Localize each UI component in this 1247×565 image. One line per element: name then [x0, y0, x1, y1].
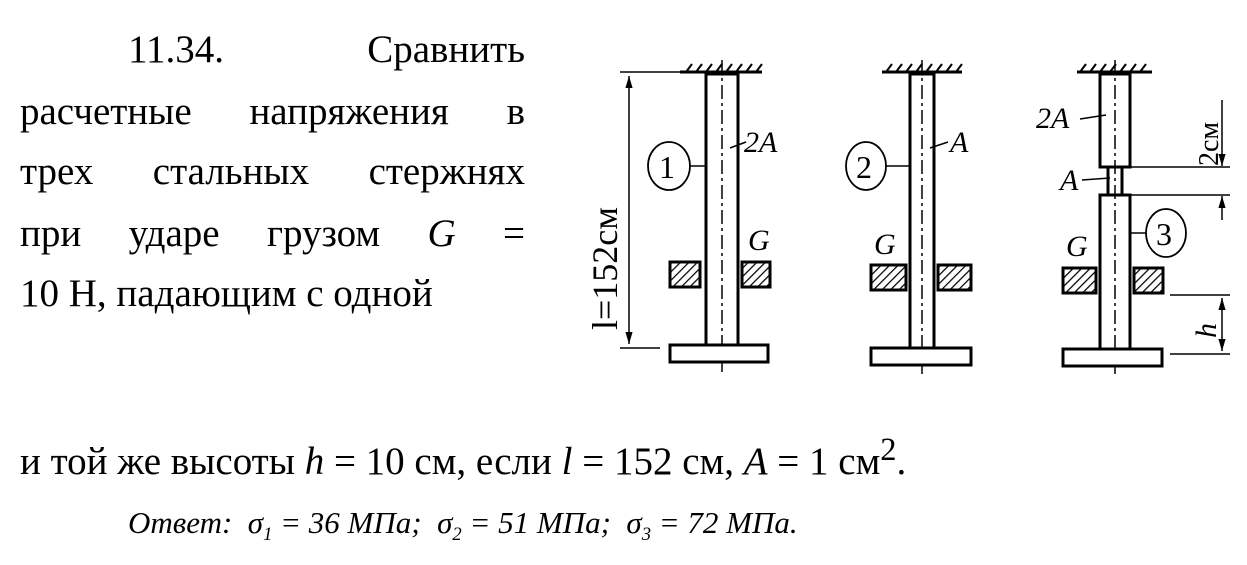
rod-3-neck-area: A	[1058, 164, 1079, 197]
text-line-4: при ударе грузом G =	[20, 212, 525, 256]
text-line-1: 11.34. Сравнить	[20, 28, 525, 72]
text-line-6: и той же высоты h = 10 см, если l = 152 …	[20, 432, 906, 484]
sigma: σ	[247, 505, 264, 540]
text-word: 10 Н, падающим с одной	[20, 272, 433, 315]
sigma: σ	[437, 505, 453, 540]
text-word: грузом	[266, 212, 381, 255]
answer-label: Ответ:	[128, 505, 233, 540]
length-label: l=152см	[585, 207, 625, 330]
var-l: l	[561, 440, 573, 483]
text: и той же высоты	[20, 440, 305, 483]
rod-2-number: 2	[856, 149, 872, 185]
text: = 10 см, если	[324, 440, 562, 483]
rod-2-load: G	[874, 228, 896, 261]
text-word: напряжения	[249, 90, 449, 133]
text-word: Сравнить	[367, 28, 525, 71]
neck-length-label: 2см	[1194, 122, 1225, 166]
text-word: расчетные	[20, 90, 192, 133]
rod-1-area: 2A	[744, 126, 778, 159]
rod-1-load: G	[748, 224, 770, 257]
text: = 152 см,	[572, 440, 744, 483]
rod-1	[620, 60, 772, 372]
text-word: стальных	[152, 150, 310, 193]
answer-value-1: = 36 МПа;	[272, 505, 422, 540]
rod-3	[1061, 60, 1230, 378]
var-h: h	[304, 440, 325, 483]
text-word: стержнях	[368, 150, 525, 193]
rod-3-upper-area: 2A	[1036, 102, 1070, 135]
rod-3-load: G	[1066, 230, 1088, 263]
text: = 1 см	[767, 440, 881, 483]
var-a: A	[743, 440, 768, 483]
text-line-5: 10 Н, падающим с одной	[20, 272, 510, 316]
rod-1-number: 1	[659, 149, 675, 185]
text-line-3: трех стальных стержнях	[20, 150, 525, 194]
sub: 3	[641, 524, 651, 546]
sub: 1	[263, 524, 273, 546]
text: .	[896, 440, 907, 483]
answer-value-3: = 72 МПа.	[650, 505, 798, 540]
sub: 2	[452, 524, 462, 546]
text-word: ударе	[128, 212, 220, 255]
drop-height-label: h	[1190, 323, 1223, 338]
text-var-g: G	[427, 212, 456, 255]
rod-3-number: 3	[1156, 216, 1172, 252]
text-word: при	[20, 212, 82, 255]
rod-2-area: A	[948, 126, 969, 159]
text-line-2: расчетные напряжения в	[20, 90, 525, 134]
text-word: трех	[20, 150, 94, 193]
answer-value-2: = 51 МПа;	[461, 505, 611, 540]
answer-line: Ответ: σ1 = 36 МПа; σ2 = 51 МПа; σ3 = 72…	[128, 505, 798, 546]
rod-2	[845, 60, 973, 375]
text-word: в	[506, 90, 525, 133]
problem-number: 11.34.	[128, 28, 225, 71]
exponent: 2	[880, 432, 897, 468]
text-word: =	[502, 212, 525, 255]
sigma: σ	[626, 505, 642, 540]
